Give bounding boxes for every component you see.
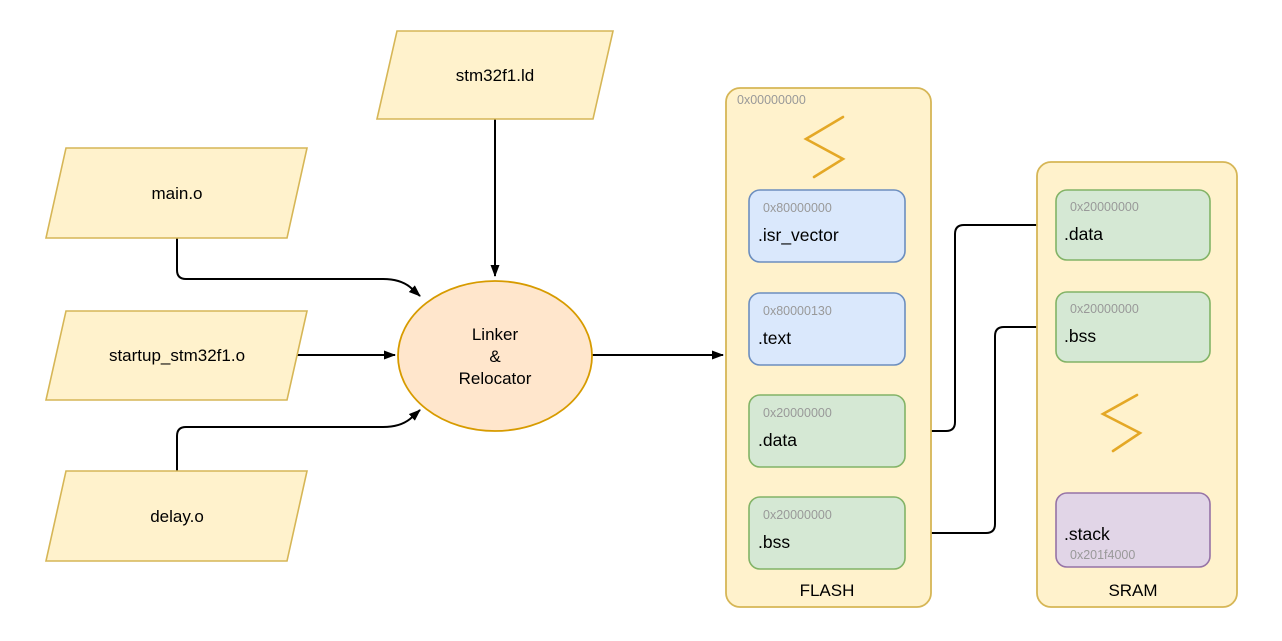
flash-isr-vector-address: 0x80000000: [763, 201, 832, 215]
sram-data-name: .data: [1064, 224, 1103, 244]
input-file-main-o: main.o: [45, 147, 308, 239]
flash-bss-name: .bss: [758, 532, 790, 552]
flash-title: FLASH: [800, 581, 855, 600]
linker-label-line1: Linker: [472, 325, 519, 344]
linker-label-line2: &: [489, 347, 501, 366]
sram-stack-address: 0x201f4000: [1070, 548, 1135, 562]
input-file-startup-o: startup_stm32f1.o: [45, 310, 308, 401]
sram-data-address: 0x20000000: [1070, 200, 1139, 214]
linker-script-label: stm32f1.ld: [456, 66, 534, 85]
input-file-delay-o: delay.o: [45, 470, 308, 562]
sram-title: SRAM: [1108, 581, 1157, 600]
sram-container: 0x20000000 .data 0x20000000 .bss .stack …: [1036, 161, 1238, 608]
flash-section-bss: 0x20000000 .bss: [748, 496, 906, 570]
edge-flash-bss-to-sram-bss: [905, 322, 1054, 534]
input-file-linker-script: stm32f1.ld: [375, 30, 615, 120]
flash-data-name: .data: [758, 430, 797, 450]
startup-o-label: startup_stm32f1.o: [109, 346, 245, 365]
edge-main-o-to-linker: [176, 238, 421, 297]
sram-break-icon: [1100, 393, 1143, 453]
main-o-label: main.o: [151, 184, 202, 203]
sram-bss-name: .bss: [1064, 326, 1096, 346]
flash-text-address: 0x80000130: [763, 304, 832, 318]
linker-label-line3: Relocator: [459, 369, 532, 388]
flash-break-icon: [803, 115, 846, 179]
flash-isr-vector-name: .isr_vector: [758, 225, 839, 246]
sram-section-bss: 0x20000000 .bss: [1055, 291, 1211, 363]
sram-section-data: 0x20000000 .data: [1055, 189, 1211, 261]
linker-relocator-node: Linker & Relocator: [397, 280, 593, 432]
sram-stack-name: .stack: [1064, 524, 1110, 544]
edge-flash-data-to-sram-data: [905, 220, 1054, 432]
delay-o-label: delay.o: [150, 507, 204, 526]
sram-bss-address: 0x20000000: [1070, 302, 1139, 316]
flash-bss-address: 0x20000000: [763, 508, 832, 522]
flash-text-name: .text: [758, 328, 791, 348]
flash-section-isr-vector: 0x80000000 .isr_vector: [748, 189, 906, 263]
flash-data-address: 0x20000000: [763, 406, 832, 420]
sram-section-stack: .stack 0x201f4000: [1055, 492, 1211, 568]
flash-section-data: 0x20000000 .data: [748, 394, 906, 468]
flash-section-text: 0x80000130 .text: [748, 292, 906, 366]
flash-container: 0x00000000 0x80000000 .isr_vector 0x8000…: [725, 87, 932, 608]
flash-base-address: 0x00000000: [737, 93, 806, 107]
edge-delay-o-to-linker: [176, 409, 421, 471]
